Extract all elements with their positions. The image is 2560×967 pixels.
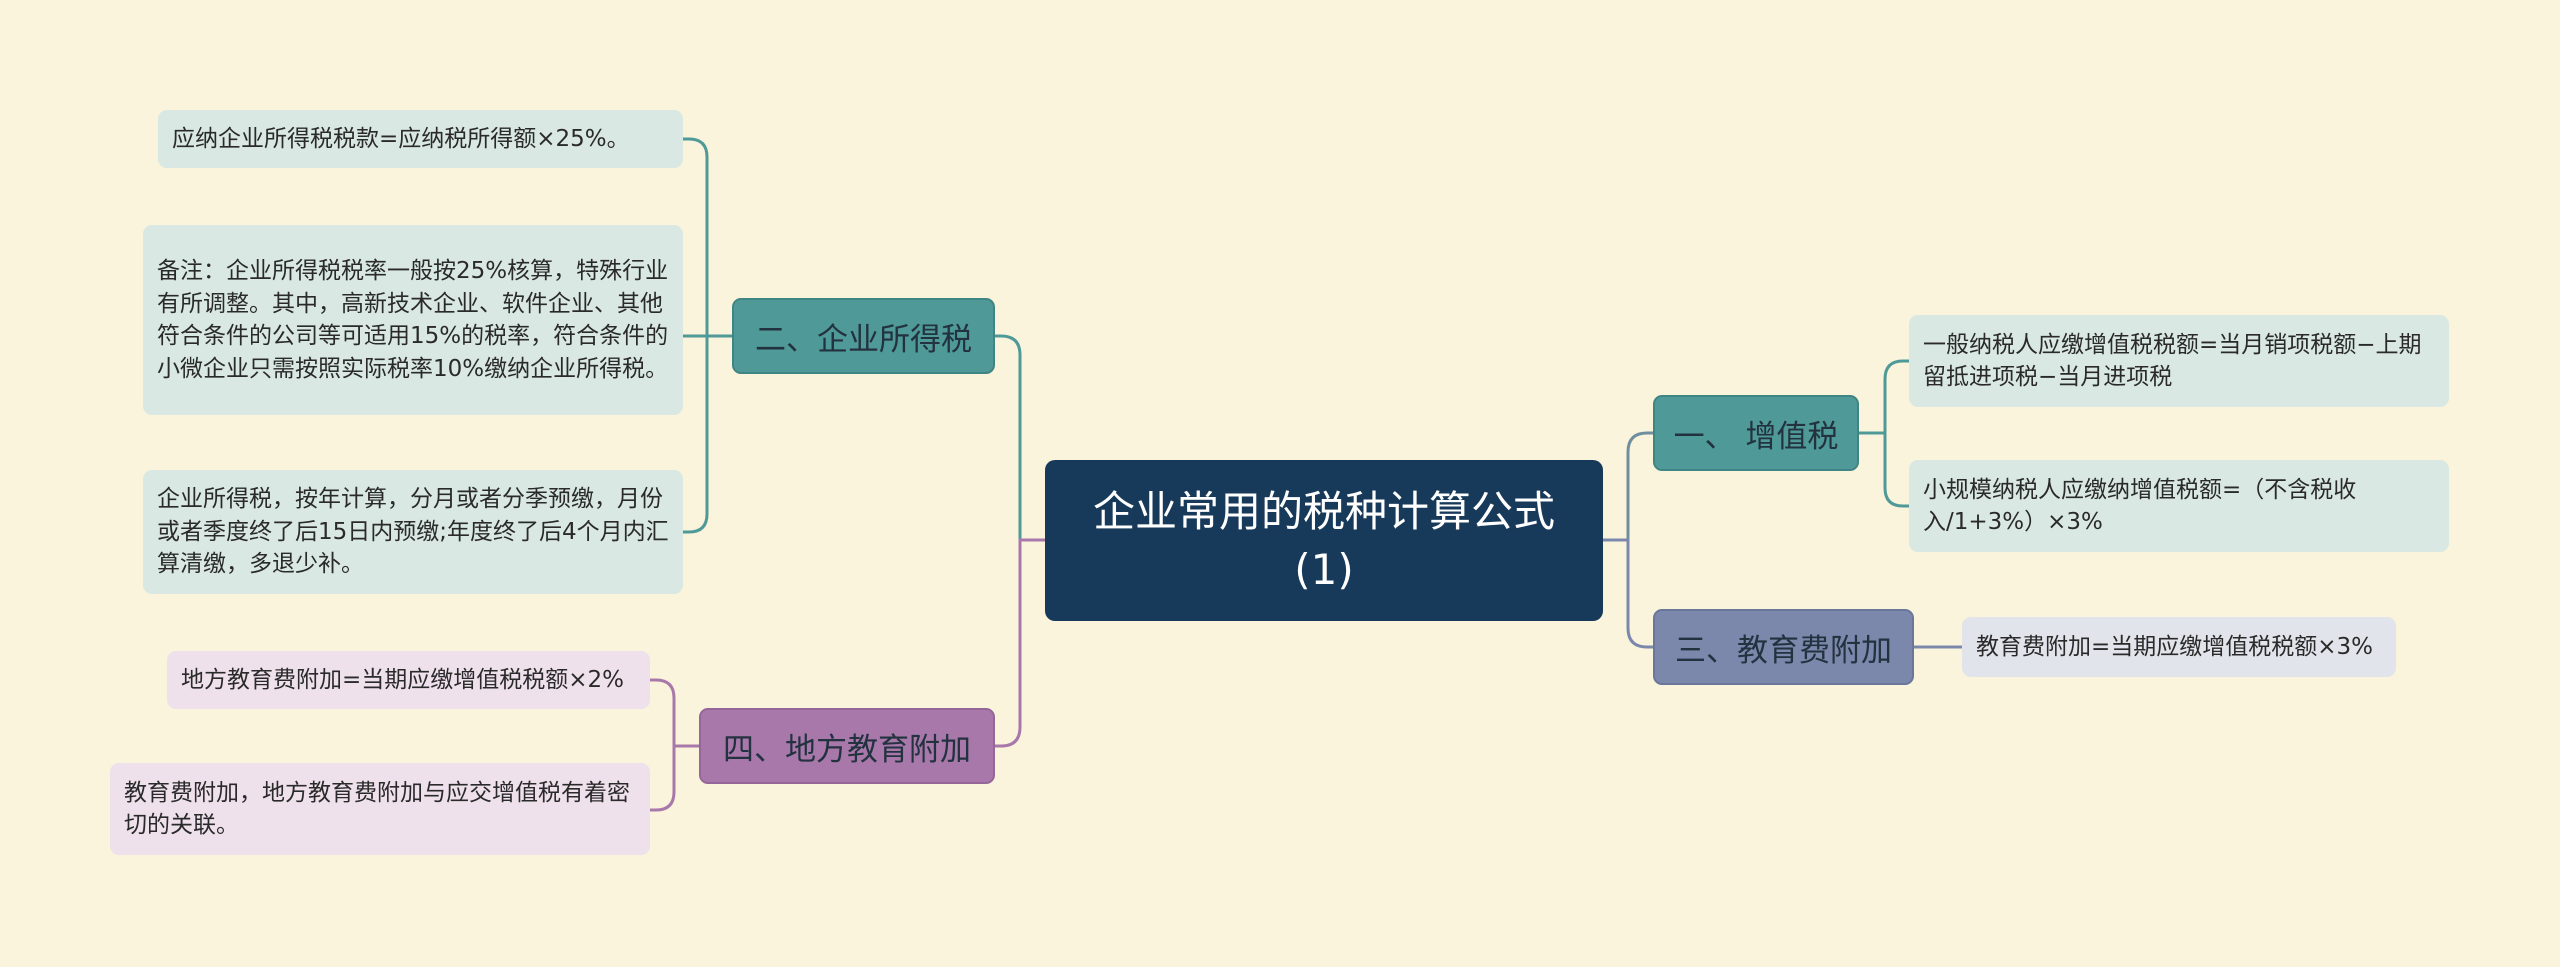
leaf-edu-formula[interactable]: 教育费附加=当期应缴增值税税额×3% [1962, 617, 2396, 677]
connector-root-cit [995, 334, 1045, 542]
leaf-vat-small[interactable]: 小规模纳税人应缴纳增值税额=（不含税收入/1+3%）×3% [1909, 460, 2449, 552]
branch-edu[interactable]: 三、教育费附加 [1653, 609, 1914, 685]
connector-cit-leaf-1 [683, 137, 732, 338]
leaf-local-relation[interactable]: 教育费附加，地方教育费附加与应交增值税有着密切的关联。 [110, 763, 650, 855]
leaf-edu-formula-text: 教育费附加=当期应缴增值税税额×3% [1976, 633, 2374, 660]
branch-local-edu-label: 四、地方教育附加 [723, 731, 971, 768]
branch-edu-label: 三、教育费附加 [1675, 632, 1892, 669]
leaf-vat-general-text: 一般纳税人应缴增值税税额=当月销项税额−上期留抵进项税−当月进项税 [1923, 331, 2422, 391]
root-topic-line-1: 企业常用的税种计算公式 [1092, 486, 1555, 536]
leaf-local-formula-text: 地方教育费附加=当期应缴增值税税额×2% [181, 666, 625, 693]
root-topic-line-2: (1) [1294, 544, 1354, 594]
leaf-vat-small-text: 小规模纳税人应缴纳增值税额=（不含税收入/1+3%）×3% [1923, 476, 2357, 536]
connector-local-leaf-1 [650, 678, 699, 748]
connector-root-edu [1603, 538, 1653, 649]
leaf-cit-formula-text: 应纳企业所得税税款=应纳税所得额×25%。 [172, 125, 630, 152]
connector-root-vat [1603, 431, 1653, 542]
branch-cit[interactable]: 二、企业所得税 [732, 298, 995, 374]
connector-local-leaf-2 [650, 744, 699, 812]
connector-vat-leaf-1 [1859, 359, 1909, 435]
connector-cit-leaf-3 [683, 334, 732, 534]
branch-local-edu[interactable]: 四、地方教育附加 [699, 708, 995, 784]
branch-vat[interactable]: 一、 增值税 [1653, 395, 1859, 471]
branch-cit-label: 二、企业所得税 [755, 321, 972, 358]
leaf-local-formula[interactable]: 地方教育费附加=当期应缴增值税税额×2% [167, 651, 650, 709]
root-topic[interactable]: 企业常用的税种计算公式 (1) [1045, 460, 1603, 621]
leaf-local-relation-text: 教育费附加，地方教育费附加与应交增值税有着密切的关联。 [124, 779, 630, 839]
connector-root-local [995, 538, 1045, 748]
leaf-vat-general[interactable]: 一般纳税人应缴增值税税额=当月销项税额−上期留抵进项税−当月进项税 [1909, 315, 2449, 407]
leaf-cit-note-text: 备注：企业所得税税率一般按25%核算，特殊行业有所调整。其中，高新技术企业、软件… [157, 258, 669, 382]
leaf-cit-schedule-text: 企业所得税，按年计算，分月或者分季预缴，月份或者季度终了后15日内预缴;年度终了… [157, 486, 669, 578]
branch-vat-label: 一、 增值税 [1673, 418, 1839, 455]
leaf-cit-note[interactable]: 备注：企业所得税税率一般按25%核算，特殊行业有所调整。其中，高新技术企业、软件… [143, 225, 683, 415]
connector-vat-leaf-2 [1859, 431, 1909, 508]
leaf-cit-schedule[interactable]: 企业所得税，按年计算，分月或者分季预缴，月份或者季度终了后15日内预缴;年度终了… [143, 470, 683, 594]
leaf-cit-formula[interactable]: 应纳企业所得税税款=应纳税所得额×25%。 [158, 110, 683, 168]
